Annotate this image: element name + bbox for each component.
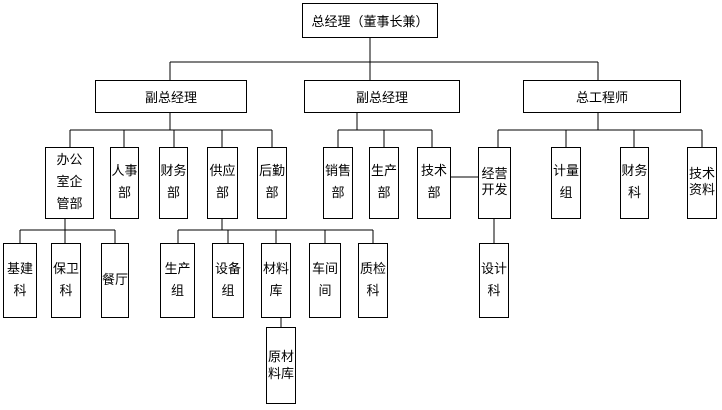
technology-dept-box: 技术部 bbox=[417, 147, 451, 219]
workshop-box: 车间间 bbox=[309, 243, 341, 318]
sales-dept-box: 销售部 bbox=[323, 147, 353, 219]
chief-engineer-box: 总工程师 bbox=[523, 80, 681, 113]
metrology-group-box: 计量组 bbox=[551, 147, 581, 219]
production-group-box: 生产组 bbox=[160, 243, 195, 318]
hr-dept-box: 人事部 bbox=[110, 147, 139, 219]
finance-section-right-box: 财务科 bbox=[620, 147, 649, 219]
business-dev-box: 经营开发 bbox=[478, 147, 511, 219]
infrastructure-section-box: 基建科 bbox=[3, 243, 37, 318]
finance-dept-left-box: 财务部 bbox=[159, 147, 188, 219]
security-section-box: 保卫科 bbox=[51, 243, 81, 318]
design-section-box: 设计科 bbox=[479, 243, 509, 318]
logistics-dept-box: 后勤部 bbox=[257, 147, 287, 219]
canteen-box: 餐厅 bbox=[101, 243, 129, 318]
office-dept-box: 办公室企管部 bbox=[45, 147, 94, 219]
ceo-box: 总经理（董事长兼） bbox=[302, 3, 438, 38]
deputy-gm-left-box: 副总经理 bbox=[95, 80, 247, 113]
quality-section-box: 质检科 bbox=[358, 243, 388, 318]
raw-materials-store-box: 原材料库 bbox=[266, 327, 296, 404]
supply-dept-box: 供应部 bbox=[207, 147, 238, 219]
materials-store-box: 材料库 bbox=[261, 243, 291, 318]
deputy-gm-mid-box: 副总经理 bbox=[304, 80, 460, 113]
tech-docs-box: 技术资料 bbox=[687, 147, 717, 219]
production-dept-box: 生产部 bbox=[369, 147, 399, 219]
equipment-group-box: 设备组 bbox=[212, 243, 244, 318]
